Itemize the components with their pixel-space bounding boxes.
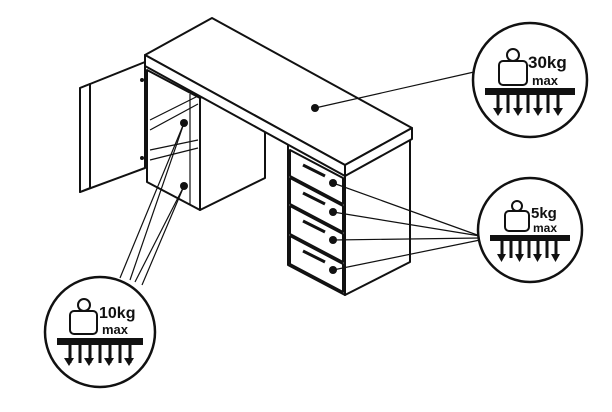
weight-icon: [498, 48, 528, 86]
load-badge-drawer: 5kg max: [476, 176, 584, 284]
leader-lines: [119, 71, 481, 286]
drawer-4: [289, 235, 344, 293]
load-arrows-icon: [490, 235, 570, 262]
max-label: max: [533, 221, 557, 235]
drawer-3: [289, 205, 344, 263]
load-arrows-icon: [485, 88, 575, 116]
max-label: max: [102, 322, 129, 337]
weight-limit-label: 30kg: [528, 53, 567, 72]
load-badge-desktop: 30kg max: [471, 21, 589, 139]
weight-icon: [69, 298, 98, 335]
weight-limit-label: 5kg: [531, 205, 557, 222]
drawer-2: [289, 177, 344, 233]
drawer-1: [289, 149, 344, 205]
weight-limit-label: 10kg: [99, 305, 135, 322]
load-arrows-icon: [57, 338, 143, 366]
cabinet-door: [79, 61, 146, 193]
max-label: max: [532, 73, 559, 88]
load-badge-shelf: 10kg max: [43, 275, 157, 389]
desk-top: [144, 17, 413, 177]
weight-icon: [504, 200, 530, 232]
